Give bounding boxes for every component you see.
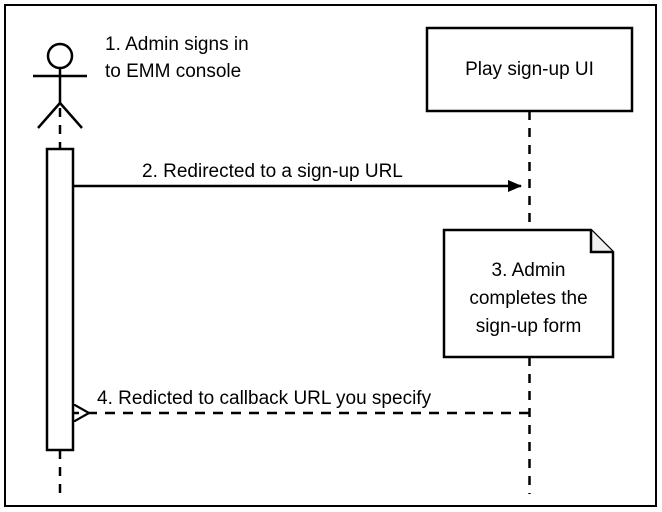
note-3-line2: completes the xyxy=(469,288,587,309)
actor-left-leg-line xyxy=(37,102,61,129)
actor-stick-figure xyxy=(33,42,87,129)
participant-box[interactable] xyxy=(425,26,634,113)
message-4-label: 4. Redicted to callback URL you specify xyxy=(97,388,432,409)
actor-label-line1: 1. Admin signs in xyxy=(105,34,249,55)
note-3-body xyxy=(442,228,615,359)
participant-label: Play sign-up UI xyxy=(465,59,594,80)
actor-right-leg-line xyxy=(59,102,83,129)
note-3-line3: sign-up form xyxy=(476,316,582,337)
note-3-line1: 3. Admin xyxy=(492,260,566,281)
actor-activation-bar xyxy=(45,147,75,452)
actor-head-icon xyxy=(46,42,74,70)
note-3-fold-corner-icon xyxy=(589,230,613,254)
message-2-label: 2. Redirected to a sign-up URL xyxy=(142,161,403,182)
note-3-shape xyxy=(442,228,615,359)
actor-label-line2: to EMM console xyxy=(105,61,241,82)
diagram-border xyxy=(4,4,657,507)
